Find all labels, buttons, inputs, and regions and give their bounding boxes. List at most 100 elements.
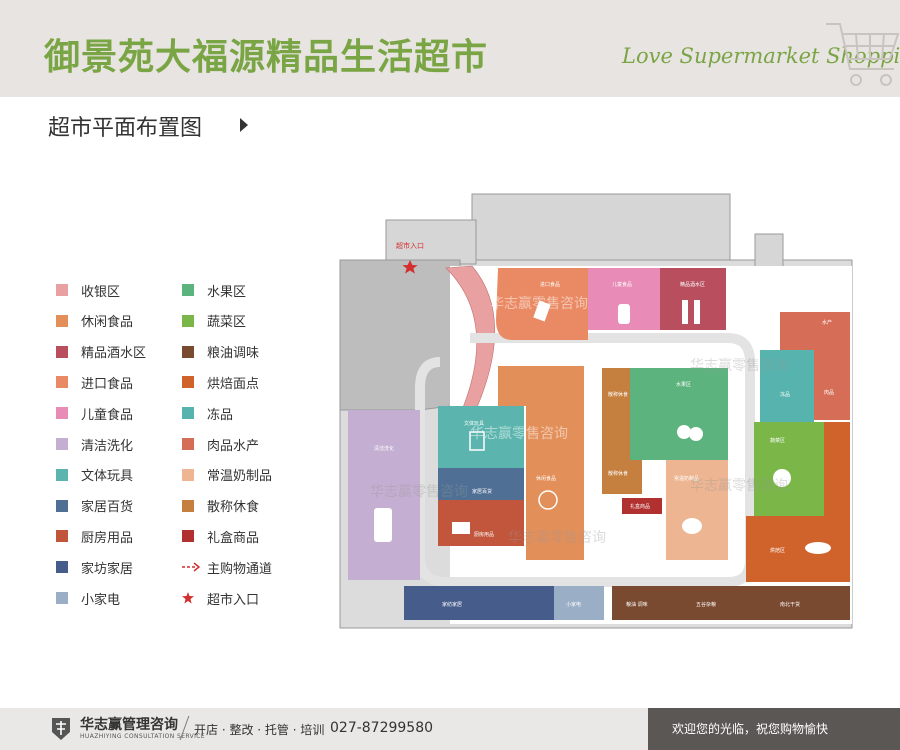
zone-cleaning bbox=[348, 410, 420, 580]
brand-services: 开店 · 整改 · 托管 · 培训 bbox=[194, 723, 325, 737]
label-grain: 粮油 调味 bbox=[626, 601, 648, 608]
legend-label: 主购物通道 bbox=[207, 561, 273, 577]
label-stationery: 文体玩具 bbox=[464, 420, 484, 427]
label-dried: 南北干货 bbox=[780, 601, 800, 608]
label-bakery: 烘焙区 bbox=[770, 547, 785, 554]
legend-swatch bbox=[56, 345, 68, 358]
legend-item: 家居百货 bbox=[56, 496, 133, 516]
label-dairy: 常温奶制品 bbox=[674, 475, 699, 482]
wine-bottle-icon bbox=[682, 300, 688, 324]
legend-item: 儿童食品 bbox=[56, 403, 133, 423]
label-meat: 肉品 bbox=[824, 389, 834, 396]
legend-label: 儿童食品 bbox=[81, 407, 134, 423]
legend-label: 文体玩具 bbox=[81, 469, 134, 485]
croissant-icon bbox=[805, 542, 831, 554]
dashed-arrow-icon bbox=[182, 561, 201, 573]
legend-swatch bbox=[56, 438, 68, 450]
pot-icon bbox=[452, 522, 470, 534]
entrance-label: 超市入口 bbox=[396, 241, 424, 250]
legend-item: 常温奶制品 bbox=[182, 465, 272, 485]
brand-logo-icon bbox=[52, 718, 70, 740]
legend-item: 文体玩具 bbox=[56, 465, 133, 485]
legend-swatch bbox=[56, 530, 68, 543]
zone-fruit bbox=[630, 368, 728, 460]
label-cleaning: 清洁洗化 bbox=[374, 445, 394, 452]
bottle-icon bbox=[618, 304, 630, 324]
notepad-icon bbox=[469, 431, 485, 451]
legend-swatch bbox=[182, 284, 194, 296]
legend-item: 家坊家居 bbox=[56, 557, 133, 577]
legend-label: 休闲食品 bbox=[81, 315, 134, 331]
legend-item: 蔬菜区 bbox=[182, 311, 246, 331]
footer-welcome-panel bbox=[648, 708, 900, 750]
label-kitchen: 厨房用品 bbox=[474, 531, 494, 538]
legend-item: 进口食品 bbox=[56, 372, 133, 392]
legend-label: 超市入口 bbox=[207, 592, 260, 608]
watermark: 华志赢零售咨询 bbox=[690, 357, 788, 374]
legend-swatch bbox=[182, 376, 194, 389]
legend-swatch bbox=[56, 376, 68, 389]
watermark: 华志赢零售咨询 bbox=[508, 529, 606, 546]
legend-label: 水果区 bbox=[207, 284, 247, 300]
watermark: 华志赢零售咨询 bbox=[470, 425, 568, 442]
legend-swatch bbox=[56, 561, 68, 574]
annex-left bbox=[385, 219, 477, 265]
legend-label: 清洁洗化 bbox=[81, 438, 134, 454]
legend-item: 散称休食 bbox=[182, 496, 259, 516]
soap-bottle-icon bbox=[374, 508, 392, 542]
legend-item: 休闲食品 bbox=[56, 311, 133, 331]
brand-name: 华志赢管理咨询 bbox=[80, 717, 178, 733]
label-bulk-2: 散称休食 bbox=[608, 470, 628, 477]
watermark: 华志赢零售咨询 bbox=[490, 295, 588, 312]
legend-item: 清洁洗化 bbox=[56, 434, 133, 454]
zone-vegetable bbox=[754, 422, 824, 516]
broccoli-icon bbox=[773, 469, 791, 487]
legend-swatch bbox=[182, 314, 194, 327]
zone-homestyle bbox=[404, 586, 554, 620]
legend-label: 常温奶制品 bbox=[207, 469, 273, 485]
label-wine: 精品酒水区 bbox=[680, 281, 705, 288]
zone-bakery-side bbox=[824, 422, 850, 516]
zone-frozen bbox=[760, 350, 814, 422]
section-title: 超市平面布置图 bbox=[48, 116, 203, 141]
egg-icon bbox=[682, 518, 702, 534]
zone-bulk-2 bbox=[602, 460, 642, 494]
legend-swatch bbox=[56, 314, 68, 327]
zone-wine bbox=[660, 268, 726, 330]
label-gift: 礼盒商品 bbox=[630, 503, 650, 510]
label-frozen: 冻品 bbox=[780, 391, 790, 398]
legend-item: 礼盒商品 bbox=[182, 526, 259, 546]
legend-label: 冻品 bbox=[207, 407, 234, 423]
zone-snacks bbox=[498, 366, 584, 560]
legend-label: 家居百货 bbox=[81, 500, 134, 516]
label-snacks: 休闲食品 bbox=[536, 475, 556, 482]
legend-item: 肉品水产 bbox=[182, 434, 259, 454]
label-kids: 儿童食品 bbox=[612, 281, 632, 288]
zone-household bbox=[438, 468, 524, 500]
label-homestyle: 家纺家居 bbox=[442, 601, 462, 608]
zone-meat bbox=[814, 372, 850, 420]
legend-label: 收银区 bbox=[81, 284, 121, 300]
legend-swatch bbox=[182, 468, 194, 481]
legend-label: 进口食品 bbox=[81, 376, 134, 392]
brand-phone: 027-87299580 bbox=[330, 720, 434, 736]
label-appliance: 小家电 bbox=[566, 601, 581, 608]
legend-item: 水果区 bbox=[182, 280, 246, 300]
watermark: 华志赢零售咨询 bbox=[690, 477, 788, 494]
legend-swatch bbox=[56, 592, 68, 604]
zone-stationery bbox=[438, 406, 524, 468]
legend-swatch bbox=[182, 499, 194, 512]
legend-label: 粮油调味 bbox=[207, 346, 260, 362]
legend-item: 粮油调味 bbox=[182, 342, 259, 362]
label-seafood: 水产 bbox=[822, 319, 832, 326]
legend-item: 小家电 bbox=[56, 588, 120, 608]
legend-label: 蔬菜区 bbox=[207, 315, 247, 331]
label-fruit: 水果区 bbox=[676, 381, 691, 388]
zone-appliance bbox=[554, 586, 604, 620]
arrow-right-icon bbox=[240, 118, 248, 132]
legend-item: 烘焙面点 bbox=[182, 372, 259, 392]
legend-swatch bbox=[182, 530, 194, 543]
legend-item: 收银区 bbox=[56, 280, 120, 300]
zone-dried bbox=[754, 586, 850, 620]
legend-item: 冻品 bbox=[182, 403, 233, 423]
